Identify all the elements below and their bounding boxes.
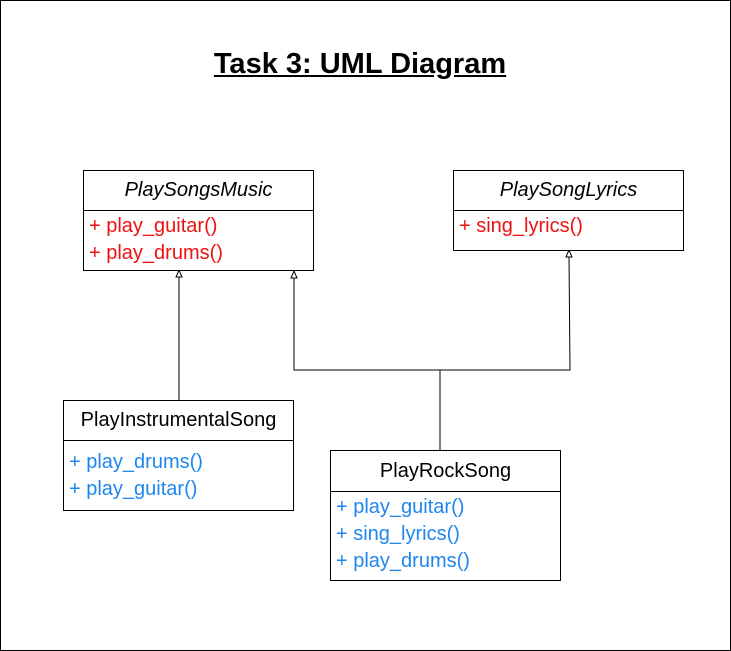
inheritance-arrowhead <box>290 269 298 279</box>
method-list: + play_guitar() + play_drums() <box>84 211 313 269</box>
inheritance-line-rock-to-lyrics <box>440 255 571 371</box>
class-name: PlayInstrumentalSong <box>64 401 293 441</box>
class-name: PlaySongsMusic <box>84 171 313 211</box>
inheritance-arrowhead <box>565 248 573 258</box>
method-item: + play_guitar() <box>69 478 198 500</box>
method-item: + play_guitar() <box>89 215 218 237</box>
class-box-play-rock-song: PlayRockSong + play_guitar() + sing_lyri… <box>330 450 561 581</box>
method-list: + sing_lyrics() <box>454 211 683 242</box>
method-item: + sing_lyrics() <box>336 523 460 545</box>
method-item: + play_drums() <box>336 550 470 572</box>
diagram-title: Task 3: UML Diagram <box>213 48 507 80</box>
class-name: PlaySongLyrics <box>454 171 683 211</box>
inheritance-line-rock-to-music <box>293 277 440 371</box>
method-item: + play_drums() <box>69 451 203 473</box>
class-box-play-song-lyrics: PlaySongLyrics + sing_lyrics() <box>453 170 684 251</box>
method-item: + play_drums() <box>89 242 223 264</box>
class-box-play-instrumental-song: PlayInstrumentalSong + play_drums() + pl… <box>63 400 294 511</box>
class-box-play-songs-music: PlaySongsMusic + play_guitar() + play_dr… <box>83 170 314 271</box>
method-list: + play_guitar() + sing_lyrics() + play_d… <box>331 492 560 577</box>
method-item: + play_guitar() <box>336 496 465 518</box>
class-name: PlayRockSong <box>331 451 560 492</box>
inheritance-arrowhead <box>175 268 183 278</box>
method-list: + play_drums() + play_guitar() <box>64 441 293 505</box>
method-item: + sing_lyrics() <box>459 215 583 237</box>
